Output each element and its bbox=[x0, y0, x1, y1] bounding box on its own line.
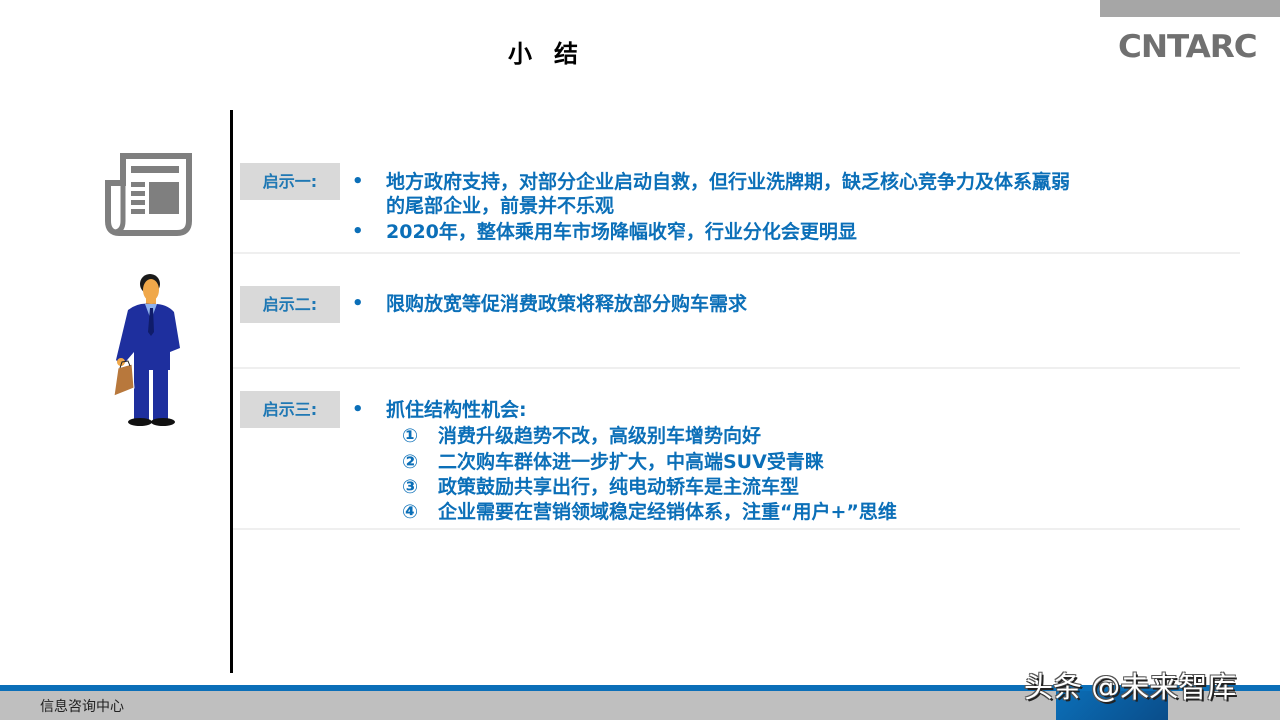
bullet-text: 2020年，整体乘用车市场降幅收窄，行业分化会更明显 bbox=[386, 221, 857, 243]
businessman-illustration bbox=[113, 274, 180, 426]
newspaper-icon bbox=[105, 153, 192, 236]
numbered-item: ③ 政策鼓励共享出行，纯电动轿车是主流车型 bbox=[402, 474, 799, 500]
bullet-dot: • bbox=[352, 221, 364, 242]
item-text: 二次购车群体进一步扩大，中高端SUV受青睐 bbox=[438, 451, 824, 473]
section-label-2: 启示二: bbox=[240, 286, 340, 323]
section-label-1: 启示一: bbox=[240, 163, 340, 200]
watermark: 头条 @未来智库 bbox=[1024, 670, 1237, 704]
item-number: ① bbox=[402, 425, 419, 447]
bullet-dot: • bbox=[352, 171, 364, 192]
bullet-dot: • bbox=[352, 293, 364, 314]
item-text: 政策鼓励共享出行，纯电动轿车是主流车型 bbox=[438, 476, 800, 498]
footer-blue-stripe bbox=[0, 685, 1280, 691]
section-divider bbox=[233, 528, 1240, 530]
bullet-text: 限购放宽等促消费政策将释放部分购车需求 bbox=[386, 293, 748, 315]
bullet-text: 的尾部企业，前景并不乐观 bbox=[386, 195, 615, 217]
page-title: 小结 bbox=[508, 40, 600, 68]
item-number: ④ bbox=[402, 501, 419, 523]
numbered-item: ② 二次购车群体进一步扩大，中高端SUV受青睐 bbox=[402, 449, 824, 475]
footer-label: 信息咨询中心 bbox=[40, 699, 124, 715]
vertical-divider bbox=[230, 110, 233, 673]
footer-blue-box bbox=[1056, 691, 1168, 720]
item-number: ③ bbox=[402, 476, 419, 498]
top-right-gray-bar bbox=[1100, 0, 1280, 17]
numbered-item: ① 消费升级趋势不改，高级别车增势向好 bbox=[402, 423, 761, 449]
cntarc-logo: CNTARC bbox=[1118, 29, 1258, 65]
section-label-3: 启示三: bbox=[240, 391, 340, 428]
section-divider bbox=[233, 252, 1240, 254]
bullet-text: 抓住结构性机会: bbox=[386, 399, 527, 421]
bullet-dot: • bbox=[352, 399, 364, 420]
item-text: 消费升级趋势不改，高级别车增势向好 bbox=[438, 425, 762, 447]
numbered-item: ④ 企业需要在营销领域稳定经销体系，注重“用户+”思维 bbox=[402, 499, 897, 525]
item-number: ② bbox=[402, 451, 419, 473]
item-text: 企业需要在营销领域稳定经销体系，注重“用户+”思维 bbox=[438, 501, 897, 523]
section-divider bbox=[233, 367, 1240, 369]
bullet-text: 地方政府支持，对部分企业启动自救，但行业洗牌期，缺乏核心竞争力及体系羸弱 bbox=[386, 171, 1071, 193]
